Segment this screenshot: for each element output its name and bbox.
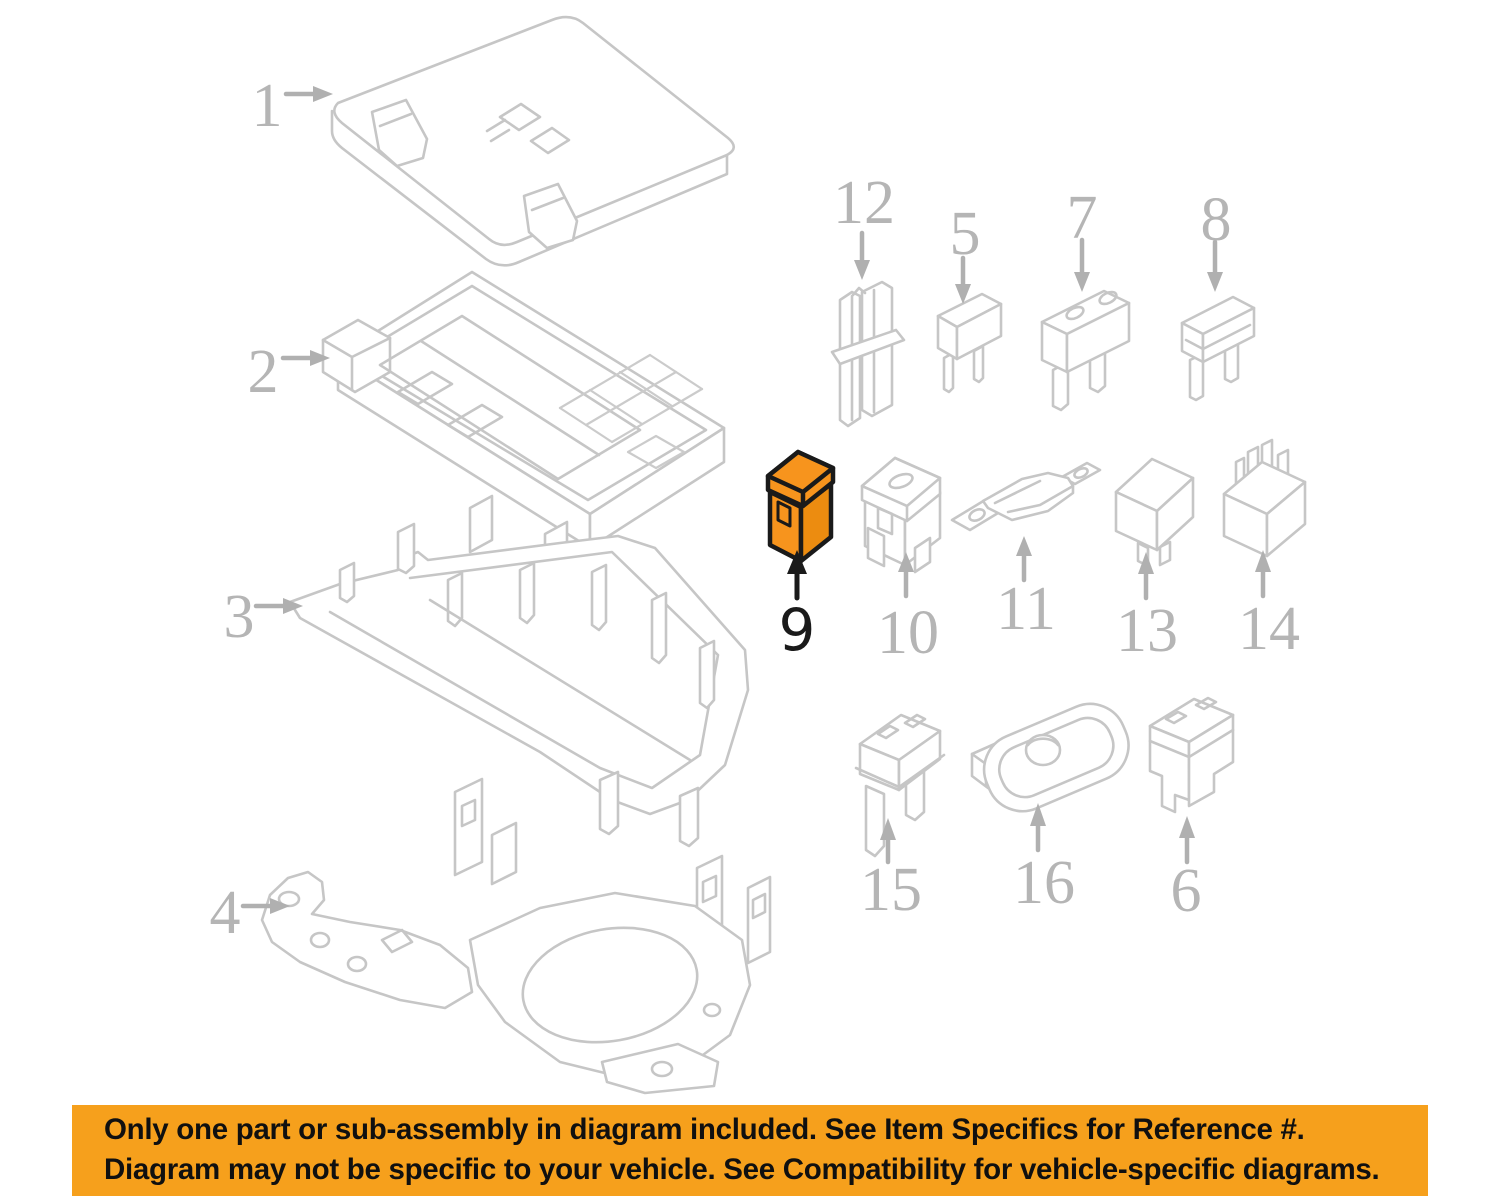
callout-arrow-12	[854, 230, 870, 280]
callout-arrow-3	[253, 598, 303, 614]
part-4-mounting-bracket-drawing	[260, 777, 772, 1095]
callout-arrow-1	[283, 86, 333, 102]
part-13-relay-drawing	[1114, 457, 1195, 568]
part-14-relay-drawing	[1222, 438, 1307, 558]
part-12-fuse-puller-drawing	[830, 280, 906, 428]
part-label-6: 6	[1170, 857, 1202, 925]
callout-arrow-16	[1030, 803, 1046, 853]
callout-arrow-7	[1074, 237, 1090, 292]
part-15-maxi-fuse-drawing	[854, 713, 946, 858]
callout-arrow-6	[1179, 816, 1195, 865]
part-label-10: 10	[877, 599, 939, 667]
part-1-fuse-box-cover-drawing	[330, 15, 736, 267]
part-3-lower-tray-drawing	[288, 522, 750, 848]
part-label-9-highlighted: 9	[778, 596, 816, 664]
callout-arrow-2	[280, 350, 330, 366]
part-11-fusible-link-drawing	[950, 461, 1102, 532]
part-label-12: 12	[833, 169, 895, 237]
part-2-fuse-junction-block-drawing	[321, 270, 726, 568]
part-label-3: 3	[223, 583, 255, 651]
part-label-8: 8	[1200, 186, 1232, 254]
part-label-2: 2	[247, 338, 279, 406]
part-10-cartridge-fuse-drawing	[860, 456, 942, 574]
callout-arrow-9	[787, 550, 807, 601]
callout-arrow-13	[1138, 552, 1154, 601]
callout-arrow-5	[955, 255, 971, 304]
part-6-low-profile-fuse-drawing	[1148, 696, 1235, 814]
disclaimer-banner: Only one part or sub-assembly in diagram…	[72, 1105, 1428, 1196]
callout-arrow-10	[898, 552, 914, 599]
part-label-16: 16	[1013, 849, 1075, 917]
part-8-standard-blade-fuse-drawing	[1180, 295, 1256, 402]
callout-arrow-14	[1255, 550, 1271, 599]
callout-arrow-11	[1016, 536, 1032, 583]
callout-arrow-8	[1207, 239, 1223, 292]
disclaimer-line-2: Diagram may not be specific to your vehi…	[104, 1153, 1380, 1186]
part-label-15: 15	[860, 856, 922, 924]
callout-arrow-4	[240, 898, 290, 914]
callout-arrow-15	[880, 818, 896, 865]
part-label-5: 5	[949, 200, 981, 268]
part-label-4: 4	[209, 879, 241, 947]
part-label-14: 14	[1238, 595, 1300, 663]
part-label-11: 11	[996, 575, 1056, 643]
part-5-mini-blade-fuse-drawing	[936, 292, 1003, 394]
part-label-13: 13	[1116, 597, 1178, 665]
part-7-maxi-blade-fuse-drawing	[1040, 289, 1131, 412]
part-16-circuit-breaker-drawing	[970, 702, 1130, 813]
part-label-7: 7	[1066, 184, 1098, 252]
part-9-cartridge-fuse-highlighted-drawing	[765, 449, 836, 564]
part-label-1: 1	[251, 72, 283, 140]
disclaimer-line-1: Only one part or sub-assembly in diagram…	[104, 1113, 1305, 1147]
